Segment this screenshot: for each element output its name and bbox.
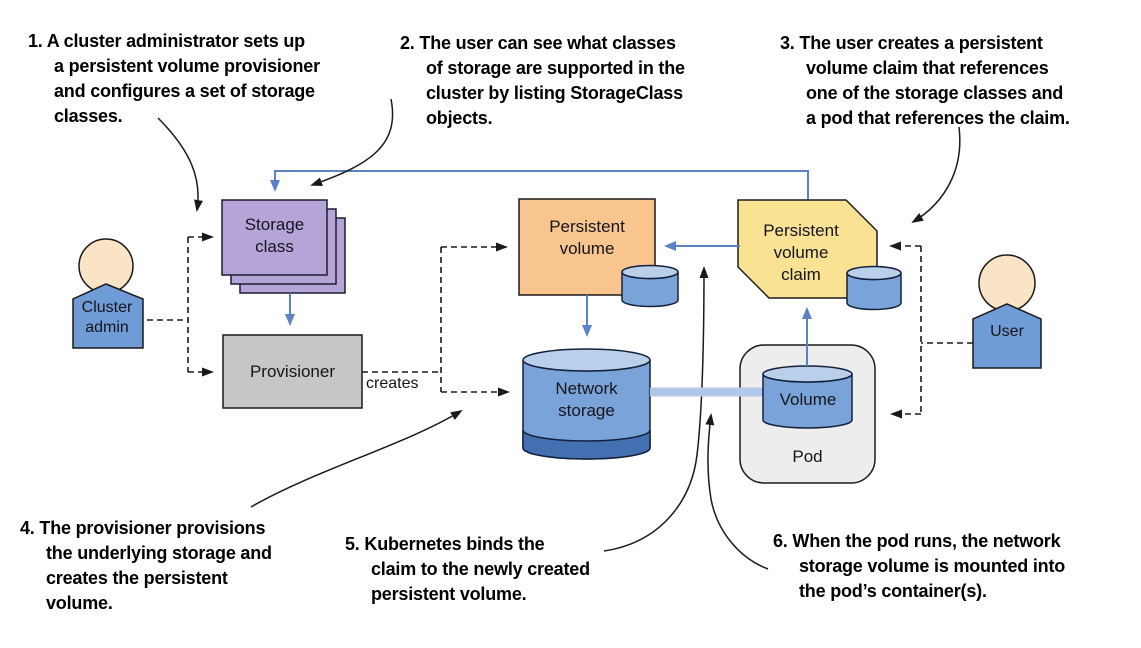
cluster-admin-dashed-links	[147, 232, 214, 377]
annotation-leaders	[157, 98, 961, 570]
volume-cylinder-top	[762, 365, 853, 383]
leader-4	[250, 409, 463, 508]
cluster-admin-body	[72, 283, 144, 349]
annotation-3-line: volume claim that references	[806, 58, 1049, 78]
leader-5	[603, 266, 709, 552]
persistent-volume-label: Persistent volume	[549, 217, 625, 258]
annotation-2-line: objects.	[426, 108, 493, 128]
storage-class-node	[221, 199, 346, 294]
network-storage-dark-band	[522, 429, 651, 460]
volume-label: Volume	[779, 390, 837, 409]
leader-2	[310, 98, 394, 186]
annotation-2-line: of storage are supported in the	[426, 58, 685, 78]
user-label: User	[990, 323, 1024, 340]
annotation-6-line: 6. When the pod runs, the network	[773, 531, 1061, 551]
storage-class-label: Storage class	[244, 215, 305, 256]
annotation-4: 4. The provisioner provisions the underl…	[20, 516, 272, 616]
annotation-2: 2. The user can see what classes of stor…	[400, 31, 685, 131]
annotation-1-line: classes.	[54, 106, 123, 126]
annotation-4-line: the underlying storage and	[46, 543, 272, 563]
claim-cylinder-top	[846, 265, 902, 281]
user-body	[972, 303, 1042, 369]
annotation-6: 6. When the pod runs, the network storag…	[773, 529, 1065, 604]
provisioner-box	[222, 334, 363, 409]
claim-cylinder	[846, 265, 902, 311]
annotation-5-line: claim to the newly created	[371, 559, 590, 579]
annotation-3: 3. The user creates a persistent volume …	[780, 31, 1070, 131]
provisioner-label: Provisioner	[249, 362, 336, 381]
network-storage-cylinder	[522, 348, 651, 460]
annotation-2-line: 2. The user can see what classes	[400, 33, 676, 53]
annotation-1: 1. A cluster administrator sets up a per…	[28, 29, 320, 129]
annotation-1-line: and configures a set of storage	[54, 81, 315, 101]
creates-label: creates	[366, 375, 419, 392]
annotation-4-line: volume.	[46, 593, 113, 613]
cluster-admin-label: Cluster admin	[81, 299, 133, 336]
persistent-volume-claim-label: Persistent volume claim	[763, 221, 839, 284]
user-figure	[972, 254, 1042, 369]
annotation-5-line: 5. Kubernetes binds the	[345, 534, 545, 554]
arrow-claim-to-storageclass	[270, 170, 809, 202]
annotation-4-line: 4. The provisioner provisions	[20, 518, 266, 538]
annotation-2-line: cluster by listing StorageClass	[426, 83, 683, 103]
leader-3	[911, 126, 961, 224]
annotation-3-line: a pod that references the claim.	[806, 108, 1070, 128]
annotation-6-line: storage volume is mounted into	[799, 556, 1066, 576]
pod-label: Pod	[792, 447, 823, 466]
annotation-1-line: a persistent volume provisioner	[54, 56, 320, 76]
annotation-5-line: persistent volume.	[371, 584, 527, 604]
annotation-1-line: 1. A cluster administrator sets up	[28, 31, 305, 51]
pv-cylinder	[621, 264, 679, 308]
annotation-3-line: 3. The user creates a persistent	[780, 33, 1043, 53]
pv-cylinder-top	[621, 264, 679, 280]
cluster-admin-figure	[72, 238, 144, 349]
leader-6	[705, 413, 769, 570]
annotation-5: 5. Kubernetes binds the claim to the new…	[345, 532, 590, 607]
volume-cylinder	[762, 365, 853, 429]
annotation-3-line: one of the storage classes and	[806, 83, 1064, 103]
annotation-4-line: creates the persistent	[46, 568, 228, 588]
annotation-6-line: the pod’s container(s).	[799, 581, 987, 601]
leader-1	[157, 117, 203, 212]
provisioner-creates-dashed-links	[362, 242, 510, 397]
user-head	[978, 254, 1036, 312]
network-storage-label: Network storage	[555, 379, 618, 420]
network-storage-top	[522, 348, 651, 372]
storage-class-box	[221, 199, 328, 276]
user-dashed-links	[889, 241, 973, 419]
